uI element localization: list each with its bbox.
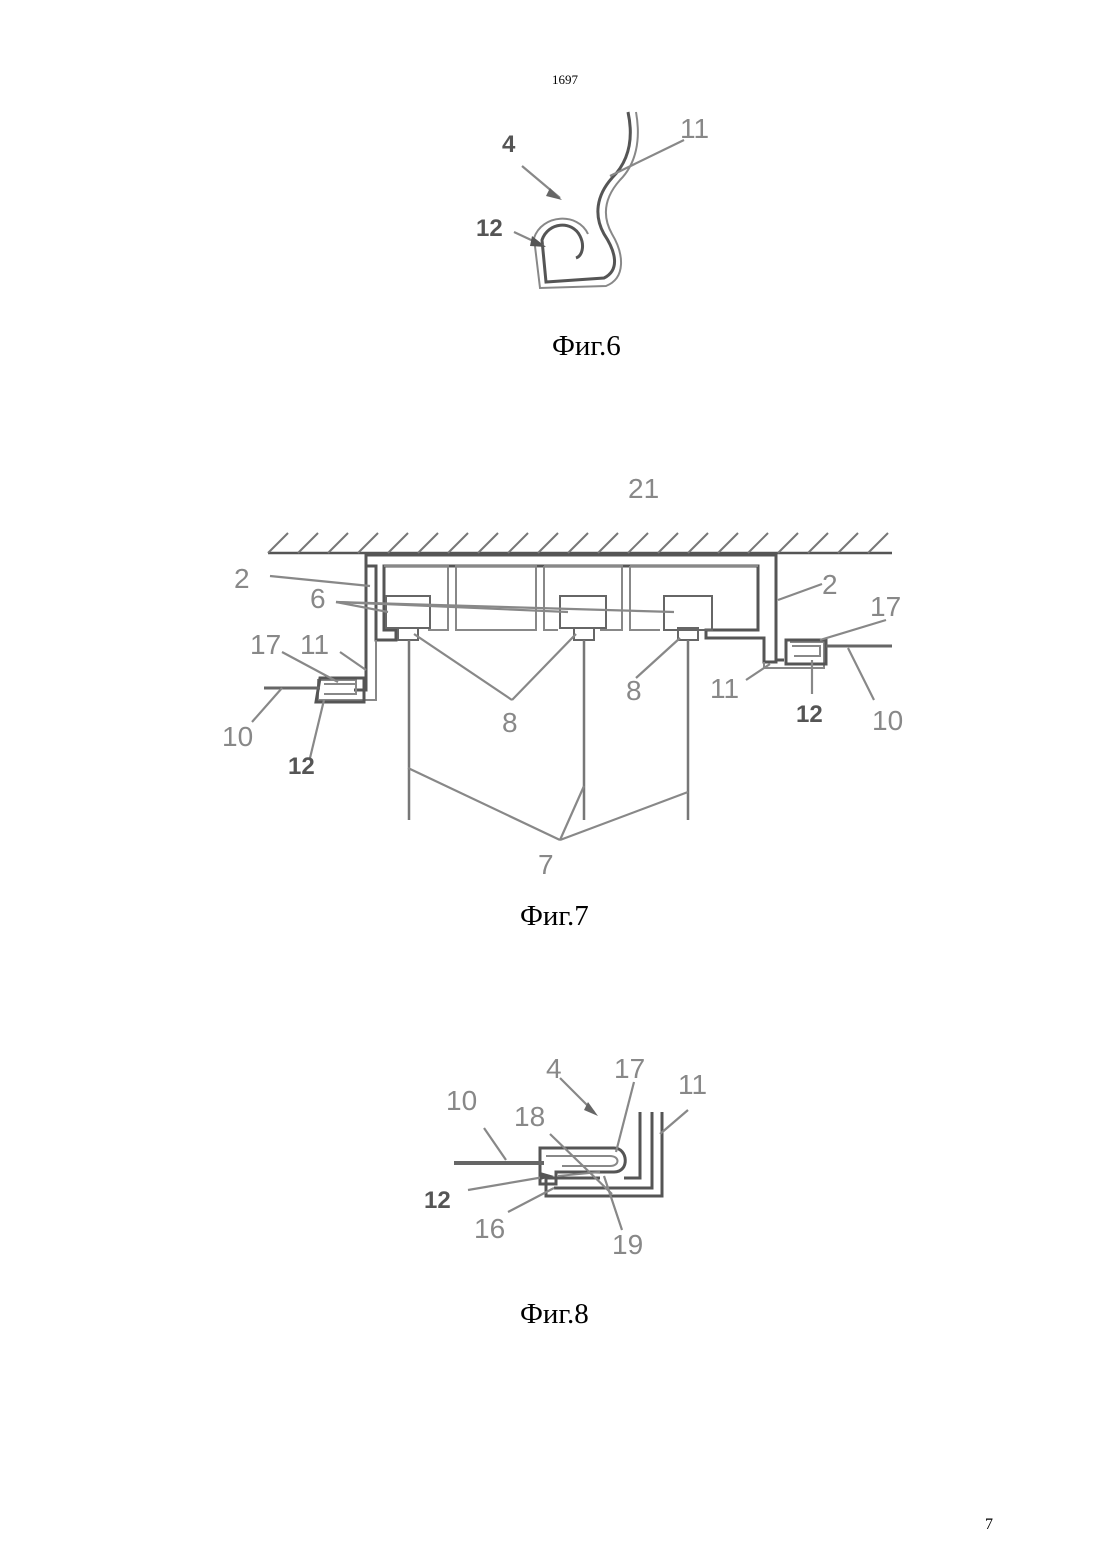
label-10: 10 xyxy=(446,1085,477,1116)
label-10-right: 10 xyxy=(872,705,903,736)
label-12: 12 xyxy=(424,1187,451,1214)
label-18: 18 xyxy=(514,1101,545,1132)
label-4: 4 xyxy=(502,131,516,158)
label-21: 21 xyxy=(628,473,659,504)
document-number: 1697 xyxy=(0,72,1100,88)
figure-8-caption: Фиг.8 xyxy=(520,1298,589,1331)
label-11-left: 11 xyxy=(300,629,329,660)
label-12-right: 12 xyxy=(796,701,823,728)
label-19: 19 xyxy=(612,1229,643,1260)
label-11: 11 xyxy=(678,1069,707,1100)
label-2-left: 2 xyxy=(234,563,250,594)
figure-6-caption: Фиг.6 xyxy=(552,330,621,363)
t-blocks xyxy=(386,596,712,640)
label-17: 17 xyxy=(614,1053,645,1084)
ceiling-hatching xyxy=(268,533,888,553)
label-6: 6 xyxy=(310,583,326,614)
label-4: 4 xyxy=(546,1053,562,1084)
figure-7-caption: Фиг.7 xyxy=(520,900,589,933)
label-12-left: 12 xyxy=(288,753,315,780)
label-17-right: 17 xyxy=(870,591,901,622)
figure-8-drawing: 4 17 11 10 18 12 16 19 xyxy=(0,1040,1100,1270)
page-number: 7 xyxy=(985,1516,993,1534)
figure-7-drawing: 21 2 6 2 17 17 11 11 10 10 8 8 12 12 7 xyxy=(0,460,1100,880)
label-11-right: 11 xyxy=(710,673,739,704)
label-8-right: 8 xyxy=(626,675,642,706)
label-2-right: 2 xyxy=(822,569,838,600)
label-17-left: 17 xyxy=(250,629,281,660)
label-10-left: 10 xyxy=(222,721,253,752)
label-11: 11 xyxy=(680,113,709,144)
label-8-left: 8 xyxy=(502,707,518,738)
label-7: 7 xyxy=(538,849,554,880)
figure-6-drawing: 4 11 12 xyxy=(0,100,1100,420)
label-16: 16 xyxy=(474,1213,505,1244)
label-12: 12 xyxy=(476,215,503,242)
